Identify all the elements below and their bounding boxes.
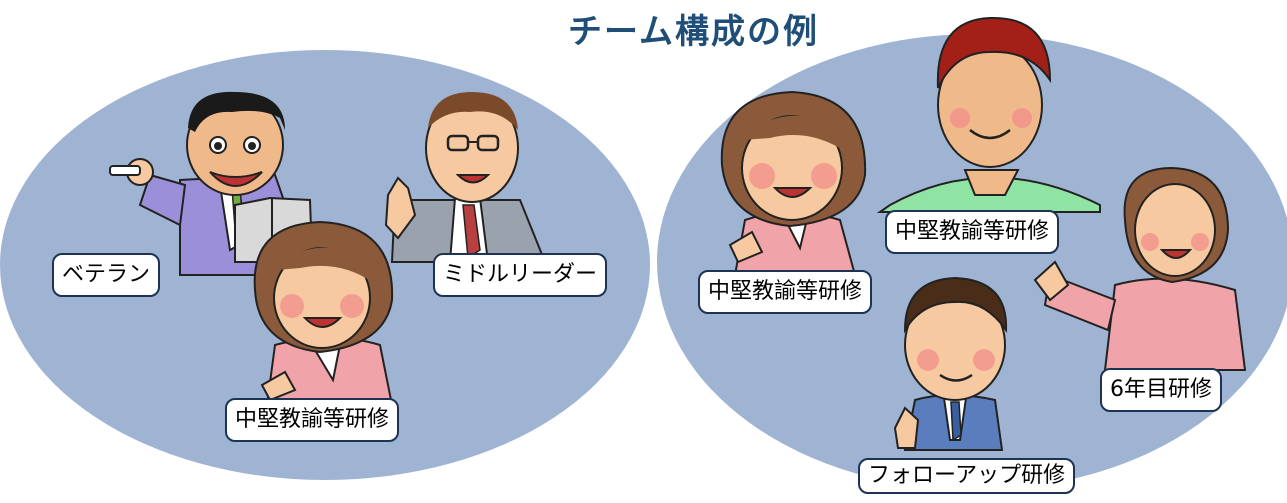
diagram-title: チーム構成の例 [568,12,819,52]
label-follow-up: フォローアップ研修 [858,458,1076,494]
label-team2-mid-career-woman: 中堅教諭等研修 [698,270,873,314]
label-veteran: ベテラン [52,253,161,297]
team2-mid-career-woman-figure [720,90,867,276]
veteran-figure [109,91,314,276]
sixth-year-figure [1033,166,1247,371]
team1-mid-career-figure [253,220,397,421]
label-team2-mid-career-man: 中堅教諭等研修 [885,210,1060,254]
label-team1-mid-career: 中堅教諭等研修 [225,398,400,442]
follow-up-figure [893,276,1008,451]
label-middle-leader: ミドルリーダー [433,253,608,297]
team2-mid-career-man-figure [876,16,1101,213]
middle-leader-figure [384,92,547,263]
label-sixth-year: 6年目研修 [1100,368,1222,412]
